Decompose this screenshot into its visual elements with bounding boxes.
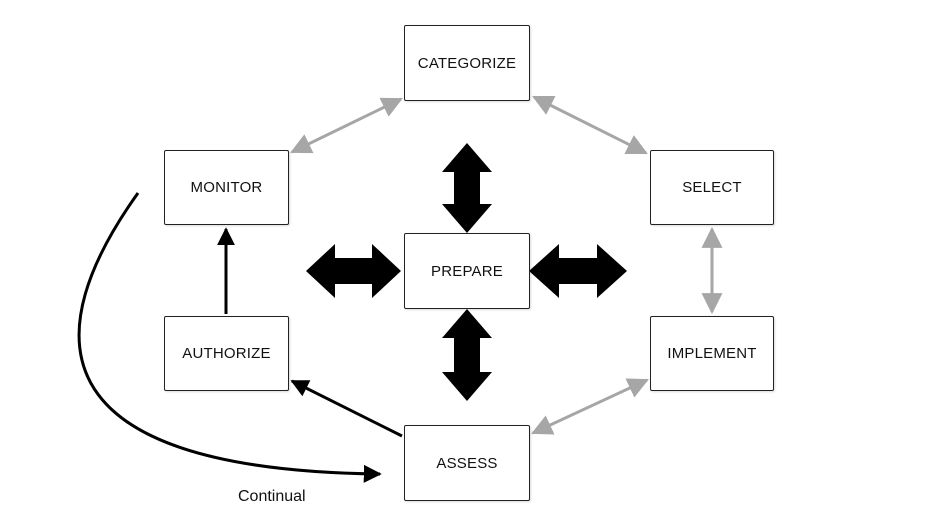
node-select: SELECT bbox=[650, 150, 774, 225]
arrow-continual-monitor-assess bbox=[77, 192, 382, 483]
node-implement: IMPLEMENT bbox=[650, 316, 774, 391]
node-monitor-label: MONITOR bbox=[190, 179, 263, 196]
node-authorize-label: AUTHORIZE bbox=[182, 345, 271, 362]
node-assess-label: ASSESS bbox=[436, 454, 498, 472]
node-prepare: PREPARE bbox=[404, 233, 530, 309]
continual-label: Continual bbox=[238, 488, 306, 505]
arrow-monitor-categorize bbox=[290, 97, 403, 154]
node-categorize: CATEGORIZE bbox=[404, 25, 530, 101]
node-monitor: MONITOR bbox=[164, 150, 289, 225]
node-authorize: AUTHORIZE bbox=[164, 316, 289, 391]
thick-arrow-prepare-left bbox=[306, 244, 401, 298]
node-assess: ASSESS bbox=[404, 425, 530, 501]
node-prepare-label: PREPARE bbox=[431, 262, 503, 280]
thick-arrow-prepare-categorize bbox=[442, 143, 492, 233]
arrow-categorize-select bbox=[532, 95, 648, 155]
node-categorize-label: CATEGORIZE bbox=[417, 54, 517, 72]
thick-arrow-prepare-assess bbox=[442, 309, 492, 401]
node-select-label: SELECT bbox=[682, 179, 742, 196]
arrow-implement-assess bbox=[531, 378, 649, 435]
thick-arrow-prepare-right bbox=[529, 244, 627, 298]
node-implement-label: IMPLEMENT bbox=[667, 345, 757, 362]
arrow-assess-authorize bbox=[290, 379, 403, 438]
